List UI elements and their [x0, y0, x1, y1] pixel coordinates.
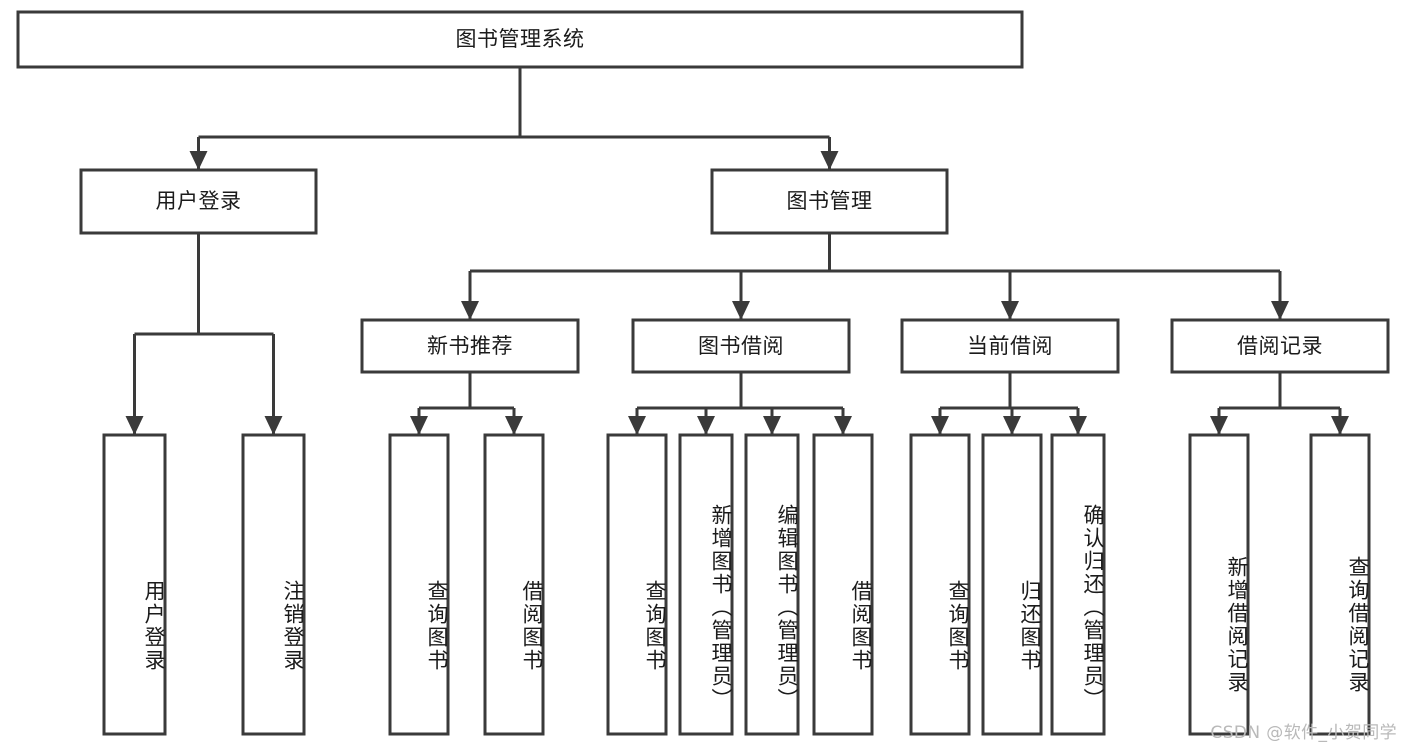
arrow-icon-l-querybook3 — [931, 416, 949, 435]
node-box-l-addrecord[interactable] — [1188, 433, 1250, 736]
arrow-icon-current — [1001, 301, 1019, 320]
node-box-l-addbook[interactable] — [678, 433, 734, 736]
node-box-records[interactable] — [1170, 318, 1390, 374]
arrow-icon-l-borrowbook2 — [834, 416, 852, 435]
arrow-icon-newbook — [461, 301, 479, 320]
node-box-l-queryrecord[interactable] — [1309, 433, 1371, 736]
node-box-l-borrowbook2[interactable] — [812, 433, 874, 736]
arrow-icon-bookmgmt — [820, 151, 839, 170]
arrow-icon-l-addbook — [697, 416, 715, 435]
node-box-l-borrowbook1[interactable] — [483, 433, 545, 736]
arrow-icon-borrow — [732, 301, 750, 320]
arrow-icon-l-logout — [264, 416, 283, 435]
node-box-l-userlogin[interactable] — [102, 433, 167, 736]
arrow-icon-login — [189, 151, 208, 170]
arrow-icon-l-addrecord — [1210, 416, 1228, 435]
arrow-icon-l-confirmret — [1069, 416, 1087, 435]
arrow-icon-l-returnbook — [1003, 416, 1021, 435]
node-box-bookmgmt[interactable] — [710, 168, 949, 235]
arrow-icon-l-querybook2 — [628, 416, 646, 435]
node-box-l-editbook[interactable] — [744, 433, 800, 736]
node-box-borrow[interactable] — [631, 318, 851, 374]
node-box-l-querybook3[interactable] — [909, 433, 971, 736]
node-box-l-logout[interactable] — [241, 433, 306, 736]
node-box-login[interactable] — [79, 168, 318, 235]
node-box-l-confirmret[interactable] — [1050, 433, 1106, 736]
arrow-icon-l-userlogin — [125, 416, 144, 435]
node-box-current[interactable] — [900, 318, 1120, 374]
node-box-l-querybook2[interactable] — [606, 433, 668, 736]
arrow-icon-l-borrowbook1 — [505, 416, 523, 435]
node-box-l-querybook1[interactable] — [388, 433, 450, 736]
watermark-text: CSDN @软件_小贺同学 — [1210, 723, 1397, 743]
arrow-icon-records — [1271, 301, 1289, 320]
node-box-l-returnbook[interactable] — [981, 433, 1043, 736]
node-box-newbook[interactable] — [360, 318, 580, 374]
arrow-icon-l-querybook1 — [410, 416, 428, 435]
arrow-icon-l-editbook — [763, 416, 781, 435]
node-box-root[interactable] — [16, 10, 1024, 69]
arrow-icon-l-queryrecord — [1331, 416, 1349, 435]
